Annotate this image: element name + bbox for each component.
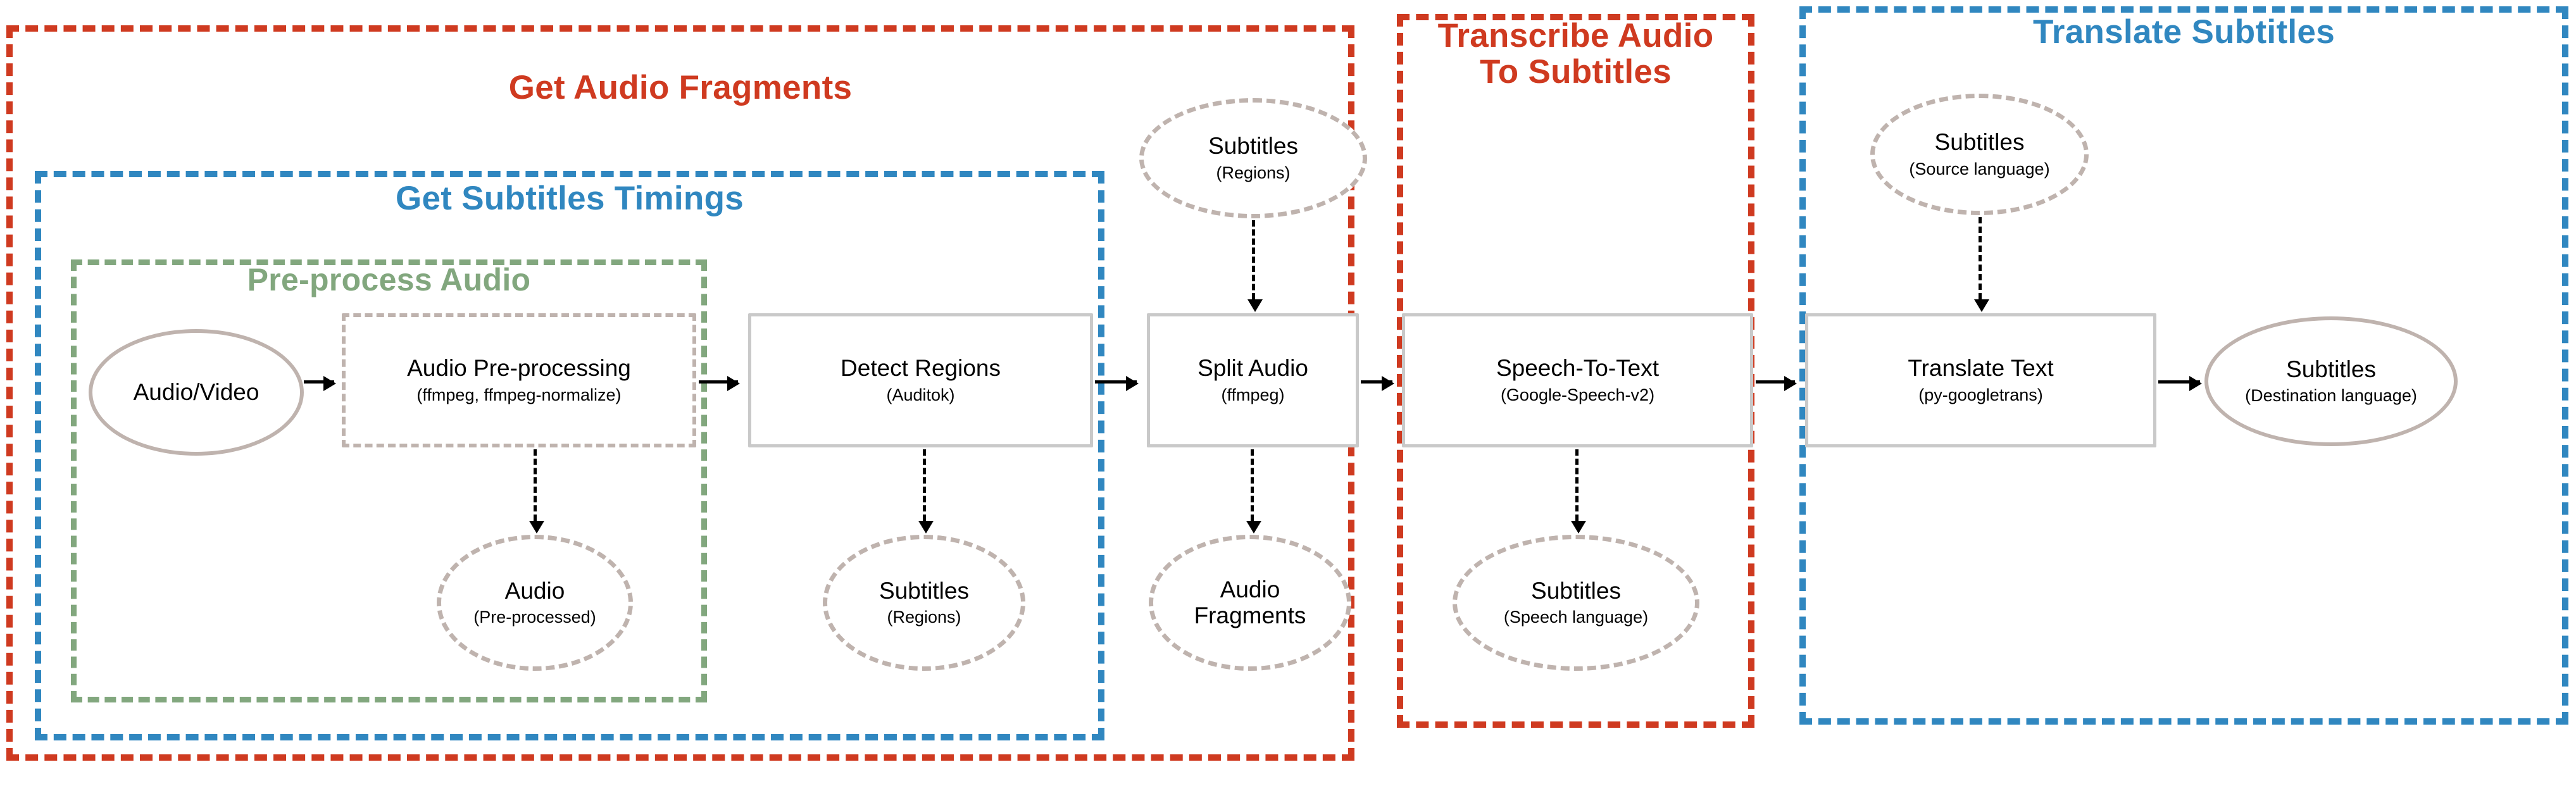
node-speech-to-text-subtitle: (Google-Speech-v2) [1500,385,1655,404]
node-translate-text-subtitle: (py-googletrans) [1918,385,2043,404]
node-split-audio-title: Split Audio [1197,355,1308,382]
node-audio-fragments-title: Audio Fragments [1194,576,1306,628]
edge-speech-to-text-to-subtitles-speech-lang [1571,449,1586,533]
node-subtitles-destination[interactable]: Subtitles (Destination language) [2204,316,2458,446]
edge-subtitles-regions-top-to-split-audio [1247,220,1263,312]
edge-speech-to-text-to-translate-text [1756,376,1797,391]
node-audio-fragments[interactable]: Audio Fragments [1149,535,1351,671]
group-title-get-subtitles-timings: Get Subtitles Timings [395,180,744,217]
node-subtitles-source-lang-title: Subtitles [1934,129,2025,156]
group-pre-process-audio [71,259,707,702]
node-audio-pre-processed-title: Audio [504,577,565,604]
node-audio-video[interactable]: Audio/Video [89,329,304,456]
node-subtitles-regions-top-subtitle: (Regions) [1216,163,1291,182]
edge-detect-regions-to-split-audio [1095,376,1139,391]
node-split-audio-subtitle: (ffmpeg) [1221,385,1285,404]
edge-audio-pre-processing-to-detect-regions [699,376,740,391]
node-subtitles-regions-out-subtitle: (Regions) [887,608,961,627]
edge-split-audio-to-audio-fragments [1246,449,1261,533]
node-subtitles-regions-out[interactable]: Subtitles (Regions) [823,535,1025,671]
node-detect-regions-subtitle: (Auditok) [886,385,955,404]
node-split-audio[interactable]: Split Audio (ffmpeg) [1147,313,1359,447]
node-translate-text[interactable]: Translate Text (py-googletrans) [1805,313,2156,447]
edge-audio-pre-processing-to-audio-pre-processed [529,449,544,533]
node-speech-to-text[interactable]: Speech-To-Text (Google-Speech-v2) [1402,313,1753,447]
node-subtitles-destination-subtitle: (Destination language) [2245,386,2417,406]
group-title-pre-process-audio: Pre-process Audio [247,262,531,297]
node-subtitles-speech-lang-subtitle: (Speech language) [1503,608,1649,627]
edge-split-audio-to-speech-to-text [1361,376,1394,391]
node-subtitles-source-lang[interactable]: Subtitles (Source language) [1870,94,2089,215]
node-translate-text-title: Translate Text [1908,355,2054,382]
group-get-subtitles-timings [35,171,1104,740]
edge-subtitles-source-lang-to-translate-text [1974,217,1989,312]
node-subtitles-speech-lang[interactable]: Subtitles (Speech language) [1453,535,1699,671]
node-subtitles-regions-top-title: Subtitles [1208,133,1298,159]
node-detect-regions[interactable]: Detect Regions (Auditok) [748,313,1093,447]
edge-translate-text-to-subtitles-destination [2158,376,2202,391]
node-subtitles-destination-title: Subtitles [2286,356,2376,382]
node-subtitles-regions-top[interactable]: Subtitles (Regions) [1139,98,1367,218]
group-title-get-audio-fragments: Get Audio Fragments [508,69,853,106]
group-title-transcribe-audio-to-subtitles: Transcribe Audio To Subtitles [1437,17,1714,91]
group-title-translate-subtitles: Translate Subtitles [2033,13,2335,51]
node-audio-pre-processing-title: Audio Pre-processing [407,355,631,382]
node-audio-video-title: Audio/Video [133,378,259,405]
node-subtitles-speech-lang-title: Subtitles [1531,577,1621,604]
node-audio-pre-processed[interactable]: Audio (Pre-processed) [437,535,633,671]
node-subtitles-regions-out-title: Subtitles [879,577,969,604]
edge-audio-video-to-audio-pre-processing [304,376,336,391]
node-audio-pre-processing-subtitle: (ffmpeg, ffmpeg-normalize) [416,385,622,404]
node-detect-regions-title: Detect Regions [841,355,1001,382]
node-audio-pre-processed-subtitle: (Pre-processed) [473,608,596,627]
node-speech-to-text-title: Speech-To-Text [1496,355,1660,382]
node-audio-pre-processing[interactable]: Audio Pre-processing (ffmpeg, ffmpeg-nor… [342,313,696,447]
group-translate-subtitles [1799,6,2568,725]
edge-detect-regions-to-subtitles-regions-out [918,449,934,533]
node-subtitles-source-lang-subtitle: (Source language) [1909,159,2050,178]
